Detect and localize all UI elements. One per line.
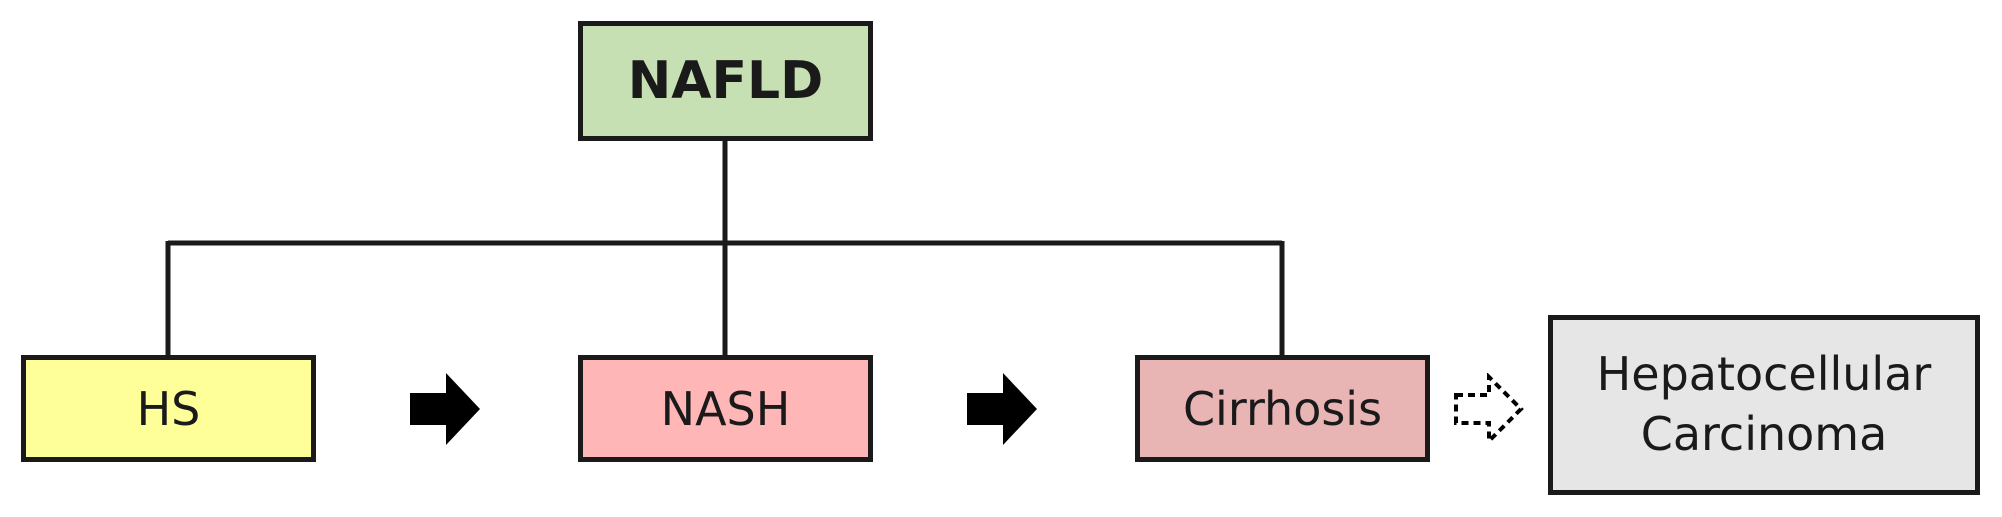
hcc-label-line1: Hepatocellular <box>1596 347 1932 402</box>
nafld-box: NAFLD <box>578 21 873 141</box>
hepatocellular-carcinoma-box: Hepatocellular Carcinoma <box>1548 315 1980 495</box>
hs-label: HS <box>136 381 201 436</box>
right-arrow-icon <box>967 373 1037 445</box>
hcc-label-line2: Carcinoma <box>1640 407 1888 461</box>
cirrhosis-label: Cirrhosis <box>1182 381 1383 436</box>
hs-box: HS <box>21 355 316 462</box>
dashed-right-arrow-icon <box>1454 373 1524 445</box>
nafld-label: NAFLD <box>627 51 824 111</box>
right-arrow-icon <box>410 373 480 445</box>
nash-label: NASH <box>660 381 791 436</box>
hcc-label: Hepatocellular Carcinoma <box>1597 345 1932 465</box>
nash-box: NASH <box>578 355 873 462</box>
cirrhosis-box: Cirrhosis <box>1135 355 1430 462</box>
